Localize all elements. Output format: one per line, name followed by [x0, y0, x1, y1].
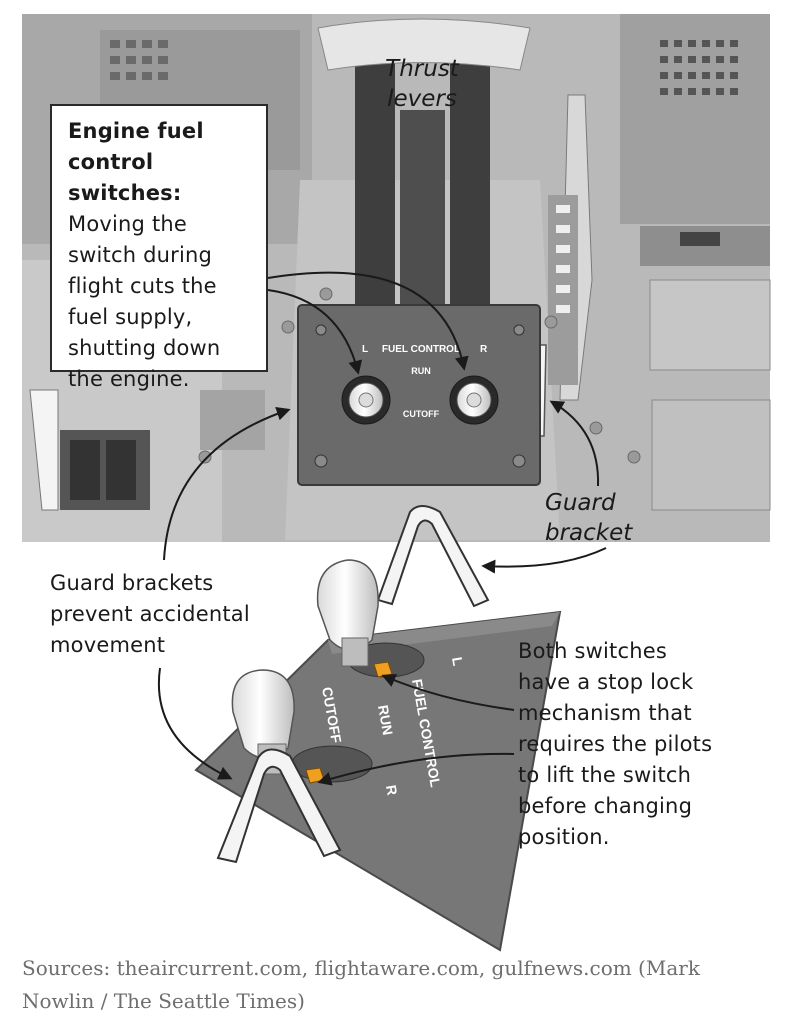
instrument-grid-right: [660, 40, 738, 95]
panel-label-cutoff: CUTOFF: [403, 409, 440, 419]
stop-lock-note: Both switches have a stop lock mechanism…: [518, 636, 778, 853]
guard-bracket-label: Guard bracket: [545, 488, 675, 548]
closeup-guard-bracket-front: [216, 748, 342, 864]
engine-callout-title-1: Engine fuel: [68, 119, 204, 143]
closeup-switch-panel: L FUEL CONTROL RUN CUTOFF R: [194, 505, 562, 952]
fuel-switch-right[interactable]: [449, 375, 499, 425]
closeup-guard-bracket-rear: [376, 505, 490, 608]
closeup-label-run: RUN: [375, 704, 396, 737]
guard-bracket-line-2: bracket: [545, 520, 633, 546]
guard-brackets-note: Guard brackets prevent accidental moveme…: [50, 568, 290, 661]
arrow-to-stop-lock-rear: [381, 673, 515, 711]
stop-lock-line-2: have a stop lock: [518, 670, 694, 694]
guard-bracket-line-1: Guard: [545, 490, 616, 516]
panel-label-r: R: [480, 344, 488, 355]
guard-note-line-3: movement: [50, 633, 166, 657]
thrust-levers-line-1: Thrust: [385, 56, 459, 82]
engine-callout-line-1: Moving the: [68, 212, 188, 236]
arrow-to-closeup-guard-front: [157, 667, 233, 780]
guard-note-line-1: Guard brackets: [50, 571, 214, 595]
arrow-to-stop-lock-front: [317, 752, 515, 786]
engine-callout-title-2: control switches:: [68, 150, 182, 205]
engine-callout-line-6: the engine.: [68, 367, 190, 391]
guard-note-line-2: prevent accidental: [50, 602, 250, 626]
sources-line-1: Sources: theaircurrent.com, flightaware.…: [22, 956, 700, 980]
arrow-to-left-switch: [267, 289, 363, 375]
thrust-levers-line-2: levers: [387, 86, 457, 112]
engine-callout-line-4: fuel supply,: [68, 305, 193, 329]
engine-callout-line-3: flight cuts the: [68, 274, 217, 298]
panel-label-l: L: [362, 344, 368, 355]
stop-lock-line-1: Both switches: [518, 639, 667, 663]
engine-callout-line-2: switch during: [68, 243, 213, 267]
thrust-levers-label: Thrust levers: [372, 54, 472, 114]
thrust-lever-handles: [317, 18, 531, 310]
callout-arrows: [157, 271, 607, 786]
stop-lock-line-5: to lift the switch: [518, 763, 692, 787]
panel-label-fuel-control: FUEL CONTROL: [382, 344, 460, 355]
closeup-label-l: L: [449, 656, 466, 668]
arrow-to-right-switch: [267, 271, 469, 371]
fuel-control-panel: L FUEL CONTROL R RUN CUTOFF: [297, 304, 541, 486]
stop-lock-line-6: before changing: [518, 794, 693, 818]
lever-detents: [556, 205, 570, 313]
engine-callout-line-5: shutting down: [68, 336, 221, 360]
closeup-label-r: R: [383, 784, 401, 797]
stop-lock-line-4: requires the pilots: [518, 732, 713, 756]
sources-credit: Sources: theaircurrent.com, flightaware.…: [22, 952, 782, 1018]
sources-line-2: Nowlin / The Seattle Times): [22, 989, 305, 1013]
arrow-to-guard-left: [163, 406, 291, 561]
fuel-switch-left[interactable]: [341, 375, 391, 425]
panel-label-run: RUN: [411, 366, 431, 376]
stop-lock-line-3: mechanism that: [518, 701, 692, 725]
arrow-to-guard-right: [549, 400, 600, 487]
arrow-to-closeup-guard-rear: [481, 547, 607, 574]
closeup-switch-rear[interactable]: [316, 559, 393, 678]
instrument-grid-left: [110, 40, 168, 80]
engine-fuel-callout: Engine fuel control switches: Moving the…: [50, 104, 268, 391]
stop-lock-line-7: position.: [518, 825, 610, 849]
